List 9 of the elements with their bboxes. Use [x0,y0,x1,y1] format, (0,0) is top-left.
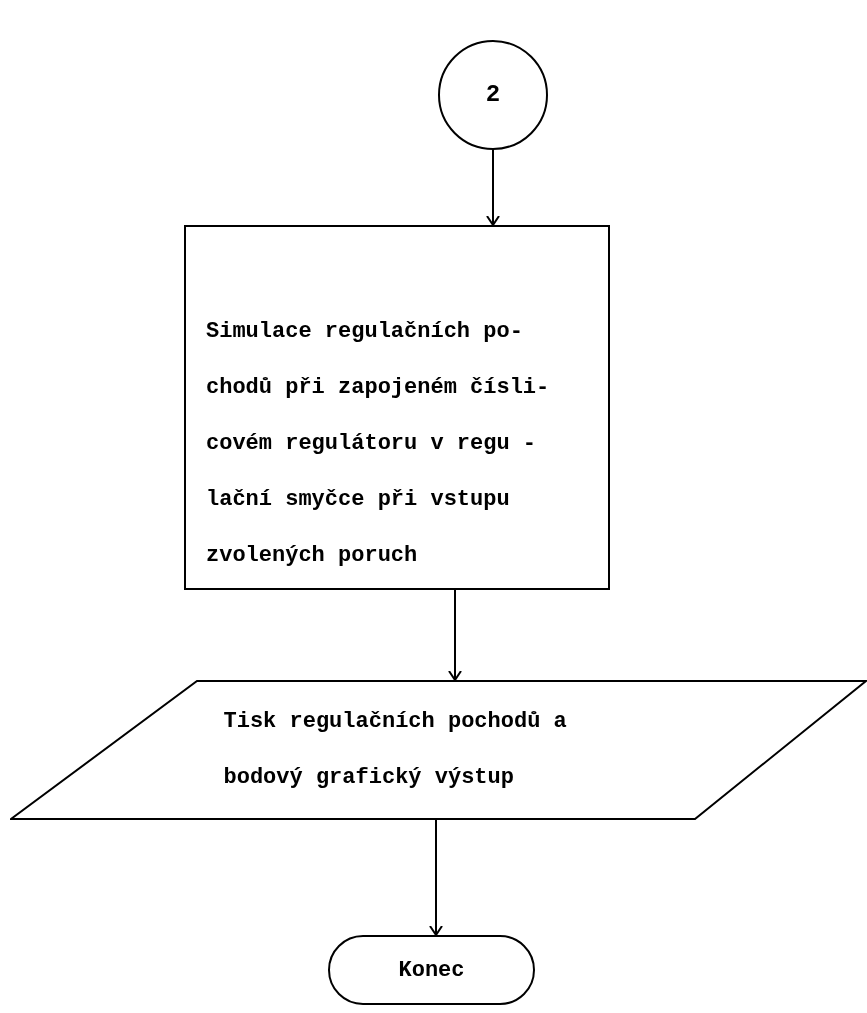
arrow [486,149,500,226]
node-text: 2 [485,80,501,110]
arrow [429,819,443,936]
node-text: Konec [398,956,465,985]
arrow [448,589,462,681]
output-parallelogram [10,680,867,820]
node-text: Tisk regulačních pochodů a bodový grafický výstup [223,709,567,790]
node-text: Simulace regulačních po- chodů při zapojeném čísli- covém regulátoru v regu - lační smyčce při vstupu zvolených poruch [206,319,550,568]
process-box [184,225,610,590]
